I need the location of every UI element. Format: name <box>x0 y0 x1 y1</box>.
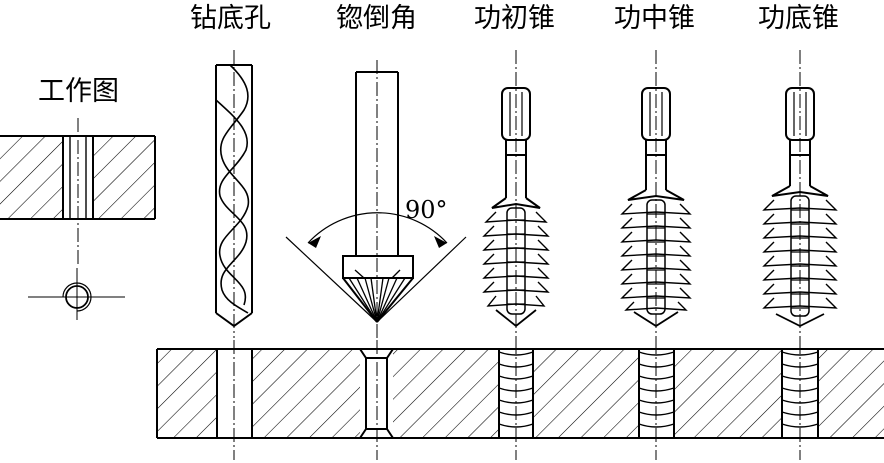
step-label-drill-hole: 钻底孔 <box>190 3 271 34</box>
step-label-chamfer: 锪倒角 <box>336 3 417 34</box>
drill-bit <box>215 50 253 338</box>
work-drawing <box>0 118 156 320</box>
taper-tap <box>482 50 550 340</box>
step-label-bottoming-tap: 功底锥 <box>758 3 839 34</box>
workpiece <box>156 340 884 460</box>
bottoming-tap <box>762 50 838 340</box>
chamfer-angle-label: 90° <box>405 196 448 224</box>
step-label-plug-tap: 功中锥 <box>614 3 695 34</box>
work-drawing-label: 工作图 <box>38 76 119 107</box>
step-label-taper-tap: 功初锥 <box>474 3 555 34</box>
countersink-tool <box>285 60 467 338</box>
plug-tap <box>620 50 692 340</box>
